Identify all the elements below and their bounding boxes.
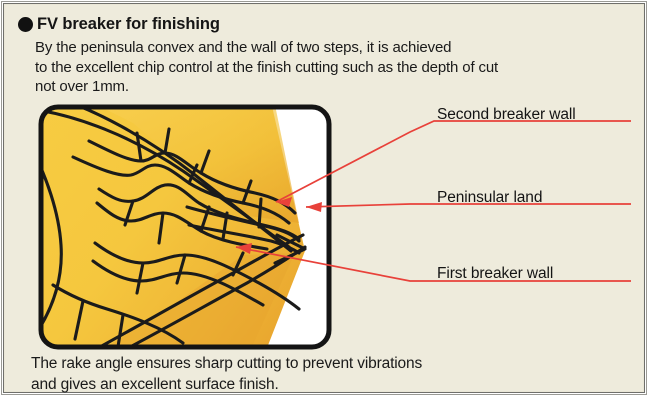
footer-line: The rake angle ensures sharp cutting to … [31,355,423,372]
footer-line: and gives an excellent surface finish. [31,376,279,393]
panel-inner-border [4,4,644,392]
panel-header: FV breaker for finishing [18,14,220,34]
chip-breaker-diagram [37,103,333,351]
annotation-label-second-breaker-wall: Second breaker wall [437,106,576,123]
page-title: FV breaker for finishing [37,15,220,33]
intro-line: not over 1mm. [35,78,129,95]
filled-circle-icon [18,17,33,32]
feature-panel: FV breaker for finishing By the peninsul… [1,1,647,395]
footer-paragraph: The rake angle ensures sharp cutting to … [31,353,631,395]
intro-line: By the peninsula convex and the wall of … [35,39,452,56]
intro-paragraph: By the peninsula convex and the wall of … [35,38,635,97]
annotation-label-peninsular-land: Peninsular land [437,189,543,206]
diagram-frame [38,104,332,350]
intro-line: to the excellent chip control at the fin… [35,58,499,76]
annotation-label-first-breaker-wall: First breaker wall [437,265,554,282]
